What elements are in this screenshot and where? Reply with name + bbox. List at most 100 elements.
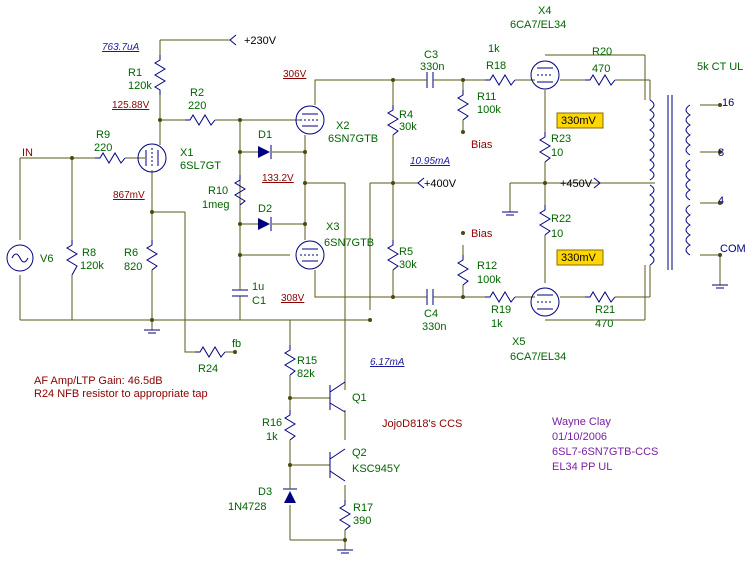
c4-name: C4	[424, 308, 438, 320]
ground-symbols	[144, 211, 728, 554]
x1-name: X1	[180, 147, 193, 159]
v12588-label: 125.88V	[112, 100, 150, 111]
r10-name: R10	[208, 185, 228, 197]
design-label: 6SL7-6SN7GTB-CCS	[552, 446, 658, 458]
r18-name: R18	[486, 60, 506, 72]
r1-name: R1	[128, 67, 142, 79]
r20-value: 470	[592, 63, 610, 75]
resistor-r5	[387, 240, 399, 271]
q2-type: KSC945Y	[352, 463, 401, 475]
v330-top-label: 330mV	[561, 115, 597, 127]
resistor-r16	[284, 410, 296, 441]
q2-name: Q2	[352, 447, 367, 459]
c1-value: 1u	[252, 281, 264, 293]
c1-name: C1	[252, 295, 266, 307]
resistor-r8	[66, 240, 78, 276]
r22-value: 10	[551, 228, 563, 240]
r1-current-label: 763.7uA	[102, 42, 140, 53]
supply-arrows	[229, 34, 601, 189]
x3-type: 6SN7GTB	[324, 237, 374, 249]
r21-value: 470	[595, 318, 613, 330]
tap16-label: 16	[722, 97, 734, 109]
resistor-r12	[457, 255, 469, 286]
c3-name: C3	[424, 49, 438, 61]
design2-label: EL34 PP UL	[552, 461, 612, 473]
r12-name: R12	[477, 260, 497, 272]
r2-name: R2	[190, 87, 204, 99]
r2-value: 220	[188, 100, 206, 112]
r4-value: 30k	[399, 121, 417, 133]
r11-value: 100k	[477, 104, 501, 116]
resistor-r4	[387, 105, 399, 136]
resistors	[66, 55, 616, 531]
r9-name: R9	[96, 129, 110, 141]
r23-value: 10	[551, 147, 563, 159]
d1-name: D1	[258, 129, 272, 141]
x5-type: 6CA7/EL34	[510, 351, 566, 363]
tapcom-label: COM	[720, 243, 746, 255]
resistor-r19	[485, 291, 516, 303]
x3-name: X3	[326, 221, 339, 233]
resistor-r17	[339, 500, 351, 531]
v306-label: 306V	[283, 69, 307, 80]
highlight-330mv-top	[556, 112, 604, 129]
r21-name: R21	[595, 304, 615, 316]
in-label: IN	[22, 147, 33, 159]
bias-bottom-label: Bias	[471, 228, 493, 240]
r4-name: R4	[399, 109, 413, 121]
x1-type: 6SL7GT	[180, 160, 221, 172]
q1-name: Q1	[352, 392, 367, 404]
r6-value: 820	[124, 261, 142, 273]
r15-name: R15	[297, 355, 317, 367]
note-nfb: R24 NFB resistor to appropriate tap	[34, 388, 208, 400]
d3-name: D3	[258, 486, 272, 498]
v867-label: 867mV	[113, 190, 145, 201]
resistor-r15	[284, 345, 296, 376]
r23-name: R23	[551, 133, 571, 145]
r19-value: 1k	[491, 318, 503, 330]
r8-name: R8	[82, 247, 96, 259]
r22-name: R22	[551, 213, 571, 225]
resistor-r9	[95, 152, 126, 164]
r5-value: 30k	[399, 259, 417, 271]
c4-value: 330n	[422, 321, 446, 333]
capacitors	[232, 72, 440, 305]
resistor-r11	[457, 90, 469, 121]
r16-name: R16	[262, 417, 282, 429]
ct-label: 5k CT UL	[697, 61, 743, 73]
date-label: 01/10/2006	[552, 431, 607, 443]
x2-type: 6SN7GTB	[328, 133, 378, 145]
r17-name: R17	[353, 502, 373, 514]
r10-value: 1meg	[202, 199, 230, 211]
author-label: Wayne Clay	[552, 416, 611, 428]
x5-name: X5	[512, 336, 525, 348]
tap4-label: 4	[718, 195, 724, 207]
r5-name: R5	[399, 246, 413, 258]
r8-value: 120k	[80, 260, 104, 272]
labels: 763.7uA +230V R1 120k 125.88V R2 220 306…	[22, 5, 746, 527]
c3-value: 330n	[420, 61, 444, 73]
r24-name: R24	[198, 363, 218, 375]
r15-value: 82k	[297, 368, 315, 380]
i1095-label: 10.95mA	[410, 156, 450, 167]
r11-name: R11	[477, 91, 496, 103]
i617-label: 6.17mA	[370, 357, 405, 368]
resistor-r22	[539, 205, 551, 236]
note-gain: AF Amp/LTP Gain: 46.5dB	[34, 375, 163, 387]
resistor-r21	[585, 291, 616, 303]
x2-name: X2	[336, 120, 349, 132]
resistor-r1	[154, 55, 166, 95]
fb-label: fb	[232, 338, 241, 350]
output-transformer	[649, 95, 722, 270]
resistor-r20	[585, 74, 616, 86]
r20-name: R20	[592, 46, 612, 58]
plus230-label: +230V	[244, 35, 277, 47]
resistor-r23	[539, 132, 551, 163]
junction-dots	[70, 78, 547, 542]
plus400-label: +400V	[424, 178, 457, 190]
r6-name: R6	[124, 247, 138, 259]
r9-value: 220	[94, 142, 112, 154]
resistor-r10	[234, 175, 246, 206]
r16-value: 1k	[266, 431, 278, 443]
